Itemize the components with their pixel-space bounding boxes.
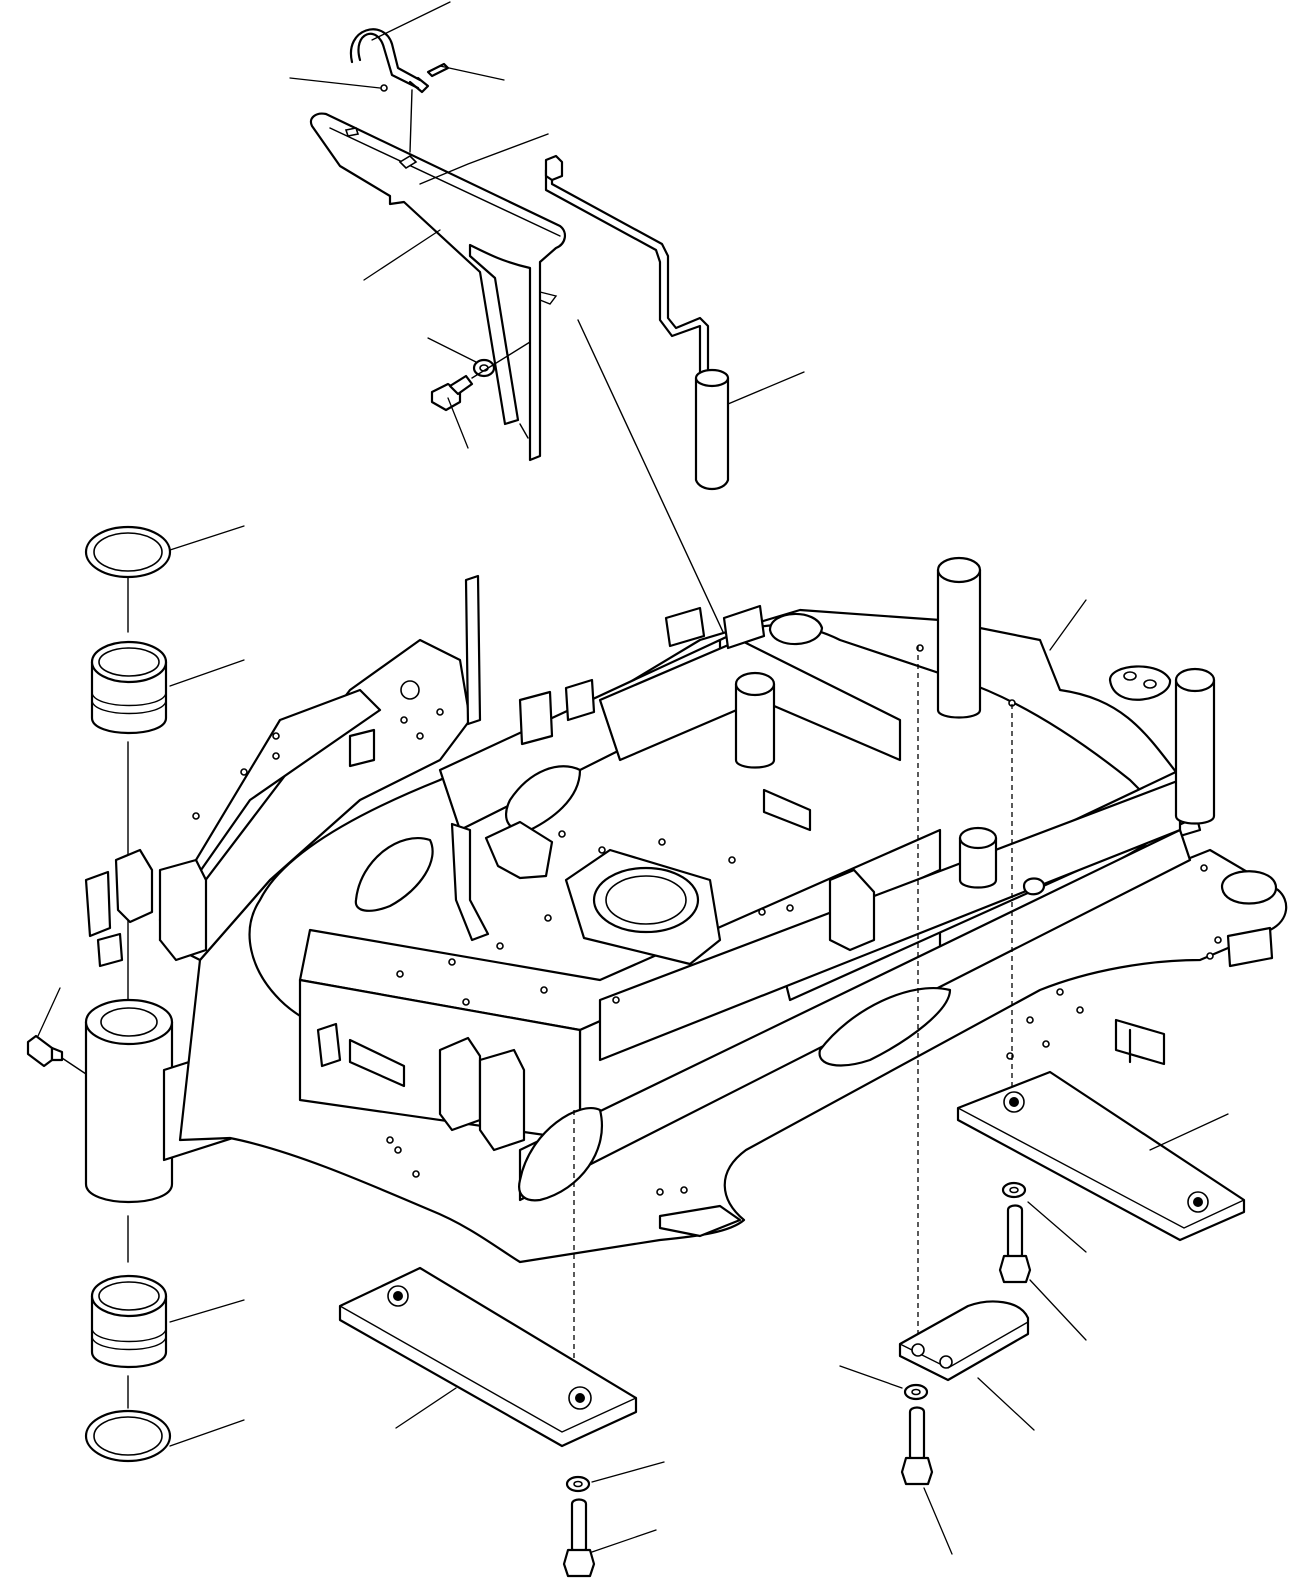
bottom-plate-left (338, 1266, 638, 1448)
plate-washer (565, 1181, 1027, 1493)
upper-seal-ring (84, 525, 172, 579)
lower-bushing (90, 1274, 168, 1368)
revolving-frame (84, 556, 1288, 1264)
washer (472, 358, 496, 378)
lower-seal-ring (84, 1409, 172, 1463)
clevis-pin (426, 62, 450, 78)
leader-lines (37, 1, 1229, 1555)
hook-rod (349, 28, 430, 94)
grease-fitting (26, 1034, 64, 1068)
bottom-plate-right (956, 1070, 1246, 1242)
lever-bracket (309, 112, 566, 462)
deck-holes (192, 644, 1222, 1196)
upper-bushing (90, 640, 168, 734)
bolt (430, 374, 474, 412)
split-pin (380, 84, 388, 92)
plate-bolt (562, 1204, 1032, 1578)
control-rod (544, 154, 730, 491)
bottom-cover-small (898, 1300, 1030, 1382)
